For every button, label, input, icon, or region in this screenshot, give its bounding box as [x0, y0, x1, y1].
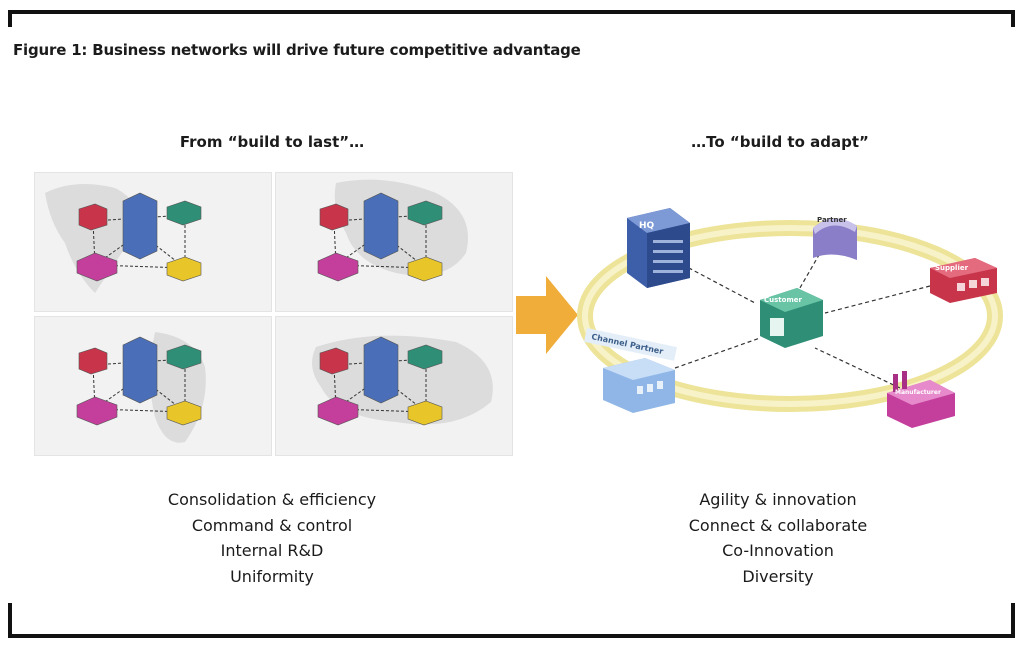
- factory-magenta-icon: [76, 396, 118, 426]
- right-caption-2: Connect & collaborate: [688, 515, 868, 535]
- left-caption-4: Uniformity: [230, 566, 314, 586]
- left-heading: From “build to last”…: [179, 133, 365, 151]
- factory-magenta-icon: [76, 252, 118, 282]
- channel-partner-building-icon: Channel Partner: [584, 328, 677, 413]
- partner-building-icon: Partner: [813, 216, 857, 260]
- supplier-label: Supplier: [935, 264, 969, 272]
- customer-label: Customer: [764, 296, 802, 304]
- warehouse-red-icon: [319, 347, 349, 375]
- frame-bottom-bracket: [8, 603, 1015, 638]
- network-cluster-icon: [45, 184, 202, 293]
- manufacturer-factory-icon: Manufacturer: [887, 371, 955, 428]
- right-caption-4: Diversity: [742, 566, 814, 586]
- left-caption-2: Command & control: [191, 515, 353, 535]
- hq-tower-icon: [363, 192, 399, 260]
- left-caption-1: Consolidation & efficiency: [167, 490, 377, 509]
- left-captions: Consolidation & efficiency Command & con…: [112, 487, 432, 589]
- store-green-icon: [407, 200, 443, 226]
- manufacturer-label: Manufacturer: [895, 389, 941, 396]
- hq-tower-icon: [363, 336, 399, 404]
- hq-tower-icon: [122, 192, 158, 260]
- map-tile-europe: [275, 172, 513, 312]
- right-captions: Agility & innovation Connect & collabora…: [618, 487, 938, 589]
- supplier-warehouse-icon: Supplier: [930, 258, 997, 303]
- depot-yellow-icon: [407, 400, 443, 426]
- hq-tower-icon: [122, 336, 158, 404]
- store-green-icon: [166, 200, 202, 226]
- map-tile-asia: [275, 316, 513, 456]
- depot-yellow-icon: [166, 400, 202, 426]
- partner-label: Partner: [817, 216, 847, 224]
- depot-yellow-icon: [407, 256, 443, 282]
- right-caption-1: Agility & innovation: [699, 490, 857, 509]
- world-map-region: [312, 335, 493, 425]
- map-tile-south-america: [34, 316, 272, 456]
- business-network-diagram: HQ Partner Supplier Customer Channel Par…: [577, 208, 1003, 428]
- map-tile-americas: [34, 172, 272, 312]
- transition-arrow-icon: [516, 276, 578, 354]
- frame-top-bracket: [8, 10, 1015, 27]
- left-caption-3: Internal R&D: [220, 541, 324, 560]
- world-map-region: [45, 184, 138, 293]
- figure-title: Figure 1: Business networks will drive f…: [13, 41, 581, 59]
- store-green-icon: [407, 344, 443, 370]
- factory-magenta-icon: [317, 252, 359, 282]
- network-cluster-icon: [317, 179, 468, 282]
- customer-store-icon: Customer: [760, 288, 823, 348]
- right-caption-3: Co-Innovation: [722, 541, 834, 560]
- store-green-icon: [166, 344, 202, 370]
- right-heading: …To “build to adapt”: [691, 133, 869, 151]
- hq-building-icon: HQ: [627, 208, 690, 288]
- factory-magenta-icon: [317, 396, 359, 426]
- depot-yellow-icon: [166, 256, 202, 282]
- warehouse-red-icon: [319, 203, 349, 231]
- warehouse-red-icon: [78, 347, 108, 375]
- warehouse-red-icon: [78, 203, 108, 231]
- network-cluster-icon: [76, 332, 206, 443]
- hq-label: HQ: [639, 221, 655, 231]
- network-cluster-icon: [312, 335, 493, 426]
